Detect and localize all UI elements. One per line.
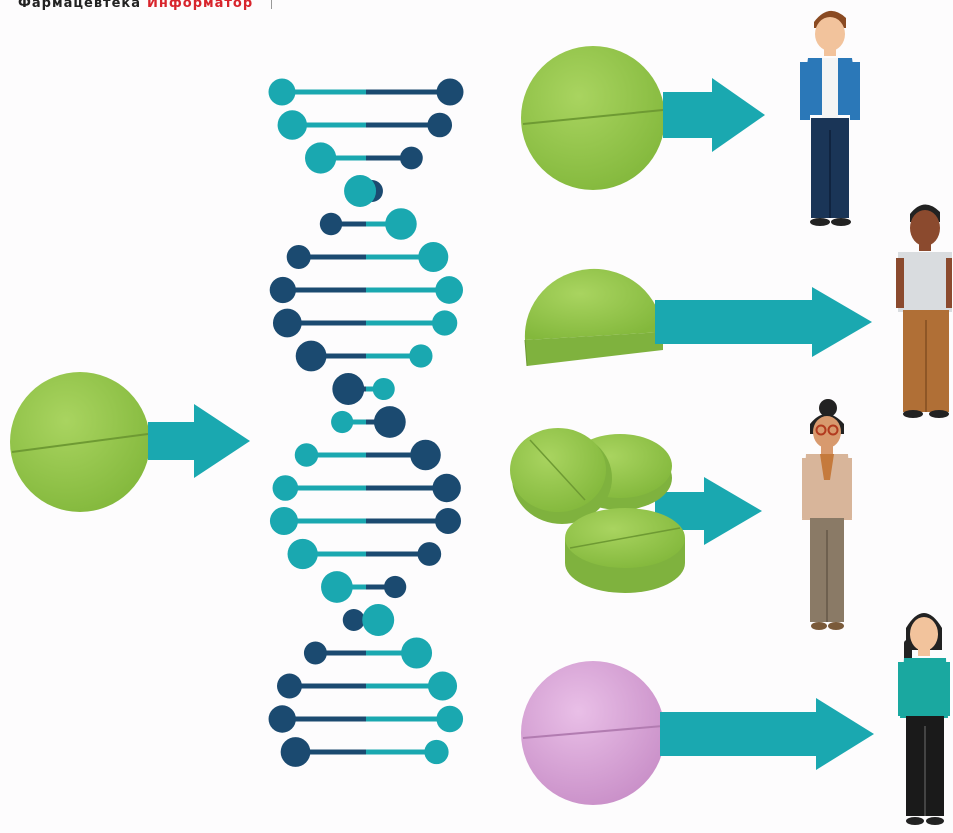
- dna-node-dark: [437, 79, 464, 106]
- dna-node-dark: [432, 474, 460, 502]
- dna-node-teal: [362, 604, 394, 636]
- outcome-pill-whole-green: [521, 46, 665, 190]
- person-man-blue-jacket: [800, 11, 860, 226]
- dna-base-pair: [270, 276, 463, 304]
- dna-node-teal: [269, 79, 296, 106]
- dna-base-pair: [273, 309, 457, 338]
- dna-node-dark: [287, 245, 311, 269]
- dna-node-teal: [436, 706, 463, 733]
- dna-base-pair: [296, 341, 433, 372]
- dna-node-teal: [295, 443, 318, 466]
- dna-node-teal: [418, 242, 448, 272]
- dna-node-dark: [281, 737, 311, 767]
- outcome-pill-whole-pink: [521, 661, 665, 805]
- dna-node-dark: [343, 609, 365, 631]
- dna-node-dark: [427, 113, 452, 138]
- dna-node-dark: [410, 440, 441, 471]
- dna-node-dark: [417, 542, 441, 566]
- dna-base-pair: [305, 142, 423, 173]
- dna-node-teal: [428, 671, 457, 700]
- input-arrow: [148, 404, 250, 478]
- dna-node-teal: [432, 310, 457, 335]
- dna-node-teal: [344, 175, 376, 207]
- dna-base-pair: [287, 242, 449, 272]
- dna-node-dark: [269, 705, 296, 732]
- dna-base-pair: [269, 79, 464, 106]
- dna-node-teal: [278, 110, 307, 139]
- dna-base-pair: [304, 638, 432, 669]
- dna-base-pair: [331, 406, 406, 438]
- dna-base-pair: [344, 175, 383, 207]
- dna-base-pair: [343, 604, 394, 636]
- dna-base-pair: [270, 507, 461, 535]
- person-woman-glasses: [802, 399, 852, 630]
- dna-node-teal: [273, 475, 299, 501]
- dna-node-teal: [409, 344, 432, 367]
- dna-base-pair: [320, 208, 417, 240]
- dna-node-dark: [304, 641, 327, 664]
- dna-node-dark: [296, 341, 327, 372]
- dna-base-pair: [269, 705, 464, 732]
- dna-node-teal: [385, 208, 417, 240]
- dna-base-pair: [281, 737, 449, 767]
- input-pill: [10, 372, 150, 512]
- dna-node-teal: [435, 276, 463, 304]
- outcome-arrow-4: [660, 698, 874, 770]
- dna-node-teal: [373, 378, 395, 400]
- dna-node-teal: [270, 507, 298, 535]
- dna-node-teal: [401, 638, 432, 669]
- dna-base-pair: [295, 440, 441, 471]
- dna-helix: [269, 79, 464, 767]
- person-woman-teal: [898, 613, 950, 825]
- dna-base-pair: [277, 671, 457, 700]
- dna-node-dark: [384, 576, 406, 598]
- dna-node-dark: [273, 309, 302, 338]
- dna-node-dark: [270, 277, 296, 303]
- dna-base-pair: [273, 474, 461, 502]
- dna-node-dark: [374, 406, 406, 438]
- outcome-arrow-1: [663, 78, 765, 152]
- person-man-grey-shirt: [896, 204, 952, 418]
- dna-base-pair: [321, 571, 406, 603]
- dna-node-dark: [277, 674, 302, 699]
- dna-node-dark: [400, 147, 423, 170]
- dna-base-pair: [332, 373, 394, 405]
- dna-base-pair: [278, 110, 452, 139]
- dna-node-dark: [435, 508, 461, 534]
- dna-base-pair: [288, 539, 442, 569]
- dna-node-teal: [321, 571, 353, 603]
- dna-node-dark: [332, 373, 364, 405]
- outcome-arrow-2: [655, 287, 872, 357]
- dna-node-teal: [288, 539, 318, 569]
- dna-node-teal: [305, 142, 336, 173]
- dna-node-dark: [320, 213, 342, 235]
- outcome-pill-half-green: [525, 269, 663, 366]
- dna-node-teal: [424, 740, 448, 764]
- dna-node-teal: [331, 411, 353, 433]
